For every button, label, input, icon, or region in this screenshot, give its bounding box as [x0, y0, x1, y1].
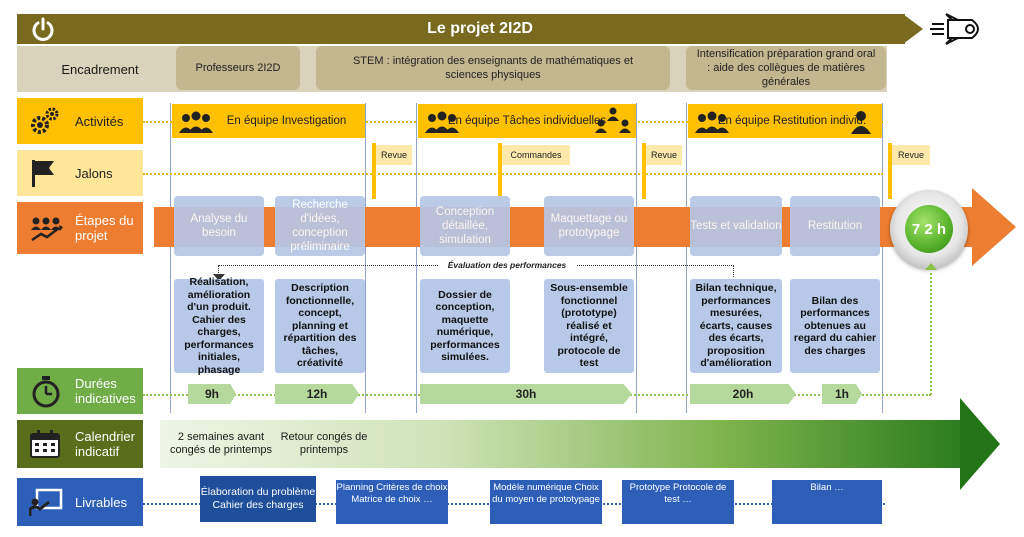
- title-banner: [17, 14, 905, 44]
- activity-header-investigation: En équipe Investigation: [172, 104, 365, 138]
- team-growth-icon: [31, 217, 63, 242]
- description-prototypage: Sous-ensemble fonctionnel (prototype) ré…: [544, 279, 634, 373]
- activity-header-taches: En équipe Tâches individuelles: [418, 104, 636, 138]
- description-tests: Bilan technique, performances mesurées, …: [690, 279, 782, 373]
- description-recherche: Description fonctionnelle, concept, plan…: [275, 279, 365, 373]
- livrable-cahier-des-charges: Élaboration du problème Cahier des charg…: [200, 476, 316, 522]
- total-hours-link-arrow: [925, 263, 937, 270]
- duration-20h: 20h: [690, 384, 796, 404]
- calendar-icon: [30, 430, 60, 458]
- row-label-text: Activités: [75, 113, 124, 129]
- duration-9h: 9h: [188, 384, 236, 404]
- livrable-modele-numerique: Modèle numérique Choix du moyen de proto…: [490, 480, 602, 524]
- gears-icon: [31, 107, 59, 134]
- row-label-text: Étapes du projet: [75, 213, 134, 243]
- person-icon: [851, 111, 871, 134]
- team-icon: [179, 111, 213, 133]
- phase-separator: [170, 103, 171, 413]
- phase-separator: [882, 103, 883, 413]
- description-conception: Dossier de conception, maquette numériqu…: [420, 279, 510, 373]
- team-icon: [695, 111, 729, 133]
- row-label-text: Durées indicatives: [75, 376, 136, 406]
- description-analyse: Réalisation, amélioration d'un produit. …: [174, 276, 264, 376]
- description-restitution: Bilan des performances obtenues au regar…: [790, 279, 880, 373]
- row-label-text: Calendrier indicatif: [75, 429, 135, 459]
- milestone-revue-2: Revue: [646, 145, 682, 165]
- row-label-calendrier: Calendrier indicatif: [17, 420, 143, 468]
- etapes-arrow-head: [972, 188, 1016, 266]
- milestone-flag-pole: [372, 143, 376, 199]
- row-label-activites: Activités: [17, 98, 143, 144]
- row-label-etapes: Étapes du projet: [17, 202, 143, 254]
- duration-30h: 30h: [420, 384, 632, 404]
- activity-header-text: En équipe Tâches individuelles: [447, 115, 607, 127]
- calendar-arrow-body: [160, 420, 962, 468]
- row-guide-line: [143, 173, 883, 175]
- encadrement-box-stem: STEM : intégration des enseignants de ma…: [316, 46, 670, 90]
- activity-header-text: En équipe Investigation: [226, 115, 347, 127]
- calendar-arrow-head: [960, 398, 1000, 490]
- row-label-text: Jalons: [75, 165, 113, 181]
- milestone-revue-1: Revue: [376, 145, 412, 165]
- duration-1h: 1h: [822, 384, 862, 404]
- encadrement-box-grand-oral: Intensification préparation grand oral :…: [686, 46, 886, 90]
- power-icon: [32, 17, 54, 41]
- encadrement-box-profs: Professeurs 2I2D: [176, 46, 300, 90]
- milestone-flag-pole: [642, 143, 646, 199]
- livrable-bilan: Bilan …: [772, 480, 882, 524]
- milestone-revue-3: Revue: [892, 145, 930, 165]
- etape-analyse-besoin: Analyse du besoin: [174, 196, 264, 256]
- row-label-jalons: Jalons: [17, 150, 143, 196]
- etape-tests-validation: Tests et validation: [690, 196, 782, 256]
- row-label-text: Livrables: [75, 494, 128, 510]
- total-hours-link: [930, 268, 932, 395]
- milestone-commandes: Commandes: [502, 145, 570, 165]
- activity-header-restitution: En équipe Restitution individ.: [688, 104, 882, 138]
- encadrement-label: Encadrement: [61, 61, 139, 77]
- etape-maquettage: Maquettage ou prototypage: [544, 196, 634, 256]
- page-title: Le projet 2I2D: [427, 20, 533, 37]
- phase-separator: [636, 103, 637, 413]
- activity-header-text: En équipe Restitution individ.: [717, 115, 867, 127]
- etape-restitution: Restitution: [790, 196, 880, 256]
- milestone-flag-pole: [498, 143, 502, 199]
- calendar-after-holidays: Retour congés de printemps: [280, 431, 368, 456]
- flag-icon: [32, 160, 54, 187]
- etape-recherche-idees: Recherche d'idées, conception préliminai…: [275, 196, 365, 256]
- livrable-prototype: Prototype Protocole de test …: [622, 480, 734, 524]
- livrable-planning: Planning Critères de choix Matrice de ch…: [336, 480, 448, 524]
- individual-persons-icon: [595, 107, 631, 133]
- title-banner-arrow: [903, 14, 923, 44]
- rocket-icon: [930, 13, 979, 45]
- total-hours-value: 7 2 h: [905, 205, 953, 253]
- evaluation-arrowhead: [213, 274, 225, 281]
- row-label-livrables: Livrables: [17, 478, 143, 526]
- phase-separator: [365, 103, 366, 413]
- presentation-icon: [29, 488, 63, 516]
- duration-12h: 12h: [275, 384, 359, 404]
- calendar-before-holidays: 2 semaines avant congés de printemps: [169, 431, 273, 456]
- etape-conception-detaillee: Conception détaillée, simulation: [420, 196, 510, 256]
- phase-separator: [686, 103, 687, 413]
- row-label-durees: Durées indicatives: [17, 368, 143, 414]
- milestone-flag-pole: [888, 143, 892, 199]
- stopwatch-icon: [32, 376, 60, 408]
- phase-separator: [416, 103, 417, 413]
- evaluation-label: Évaluation des performances: [438, 259, 576, 271]
- team-icon: [425, 111, 459, 133]
